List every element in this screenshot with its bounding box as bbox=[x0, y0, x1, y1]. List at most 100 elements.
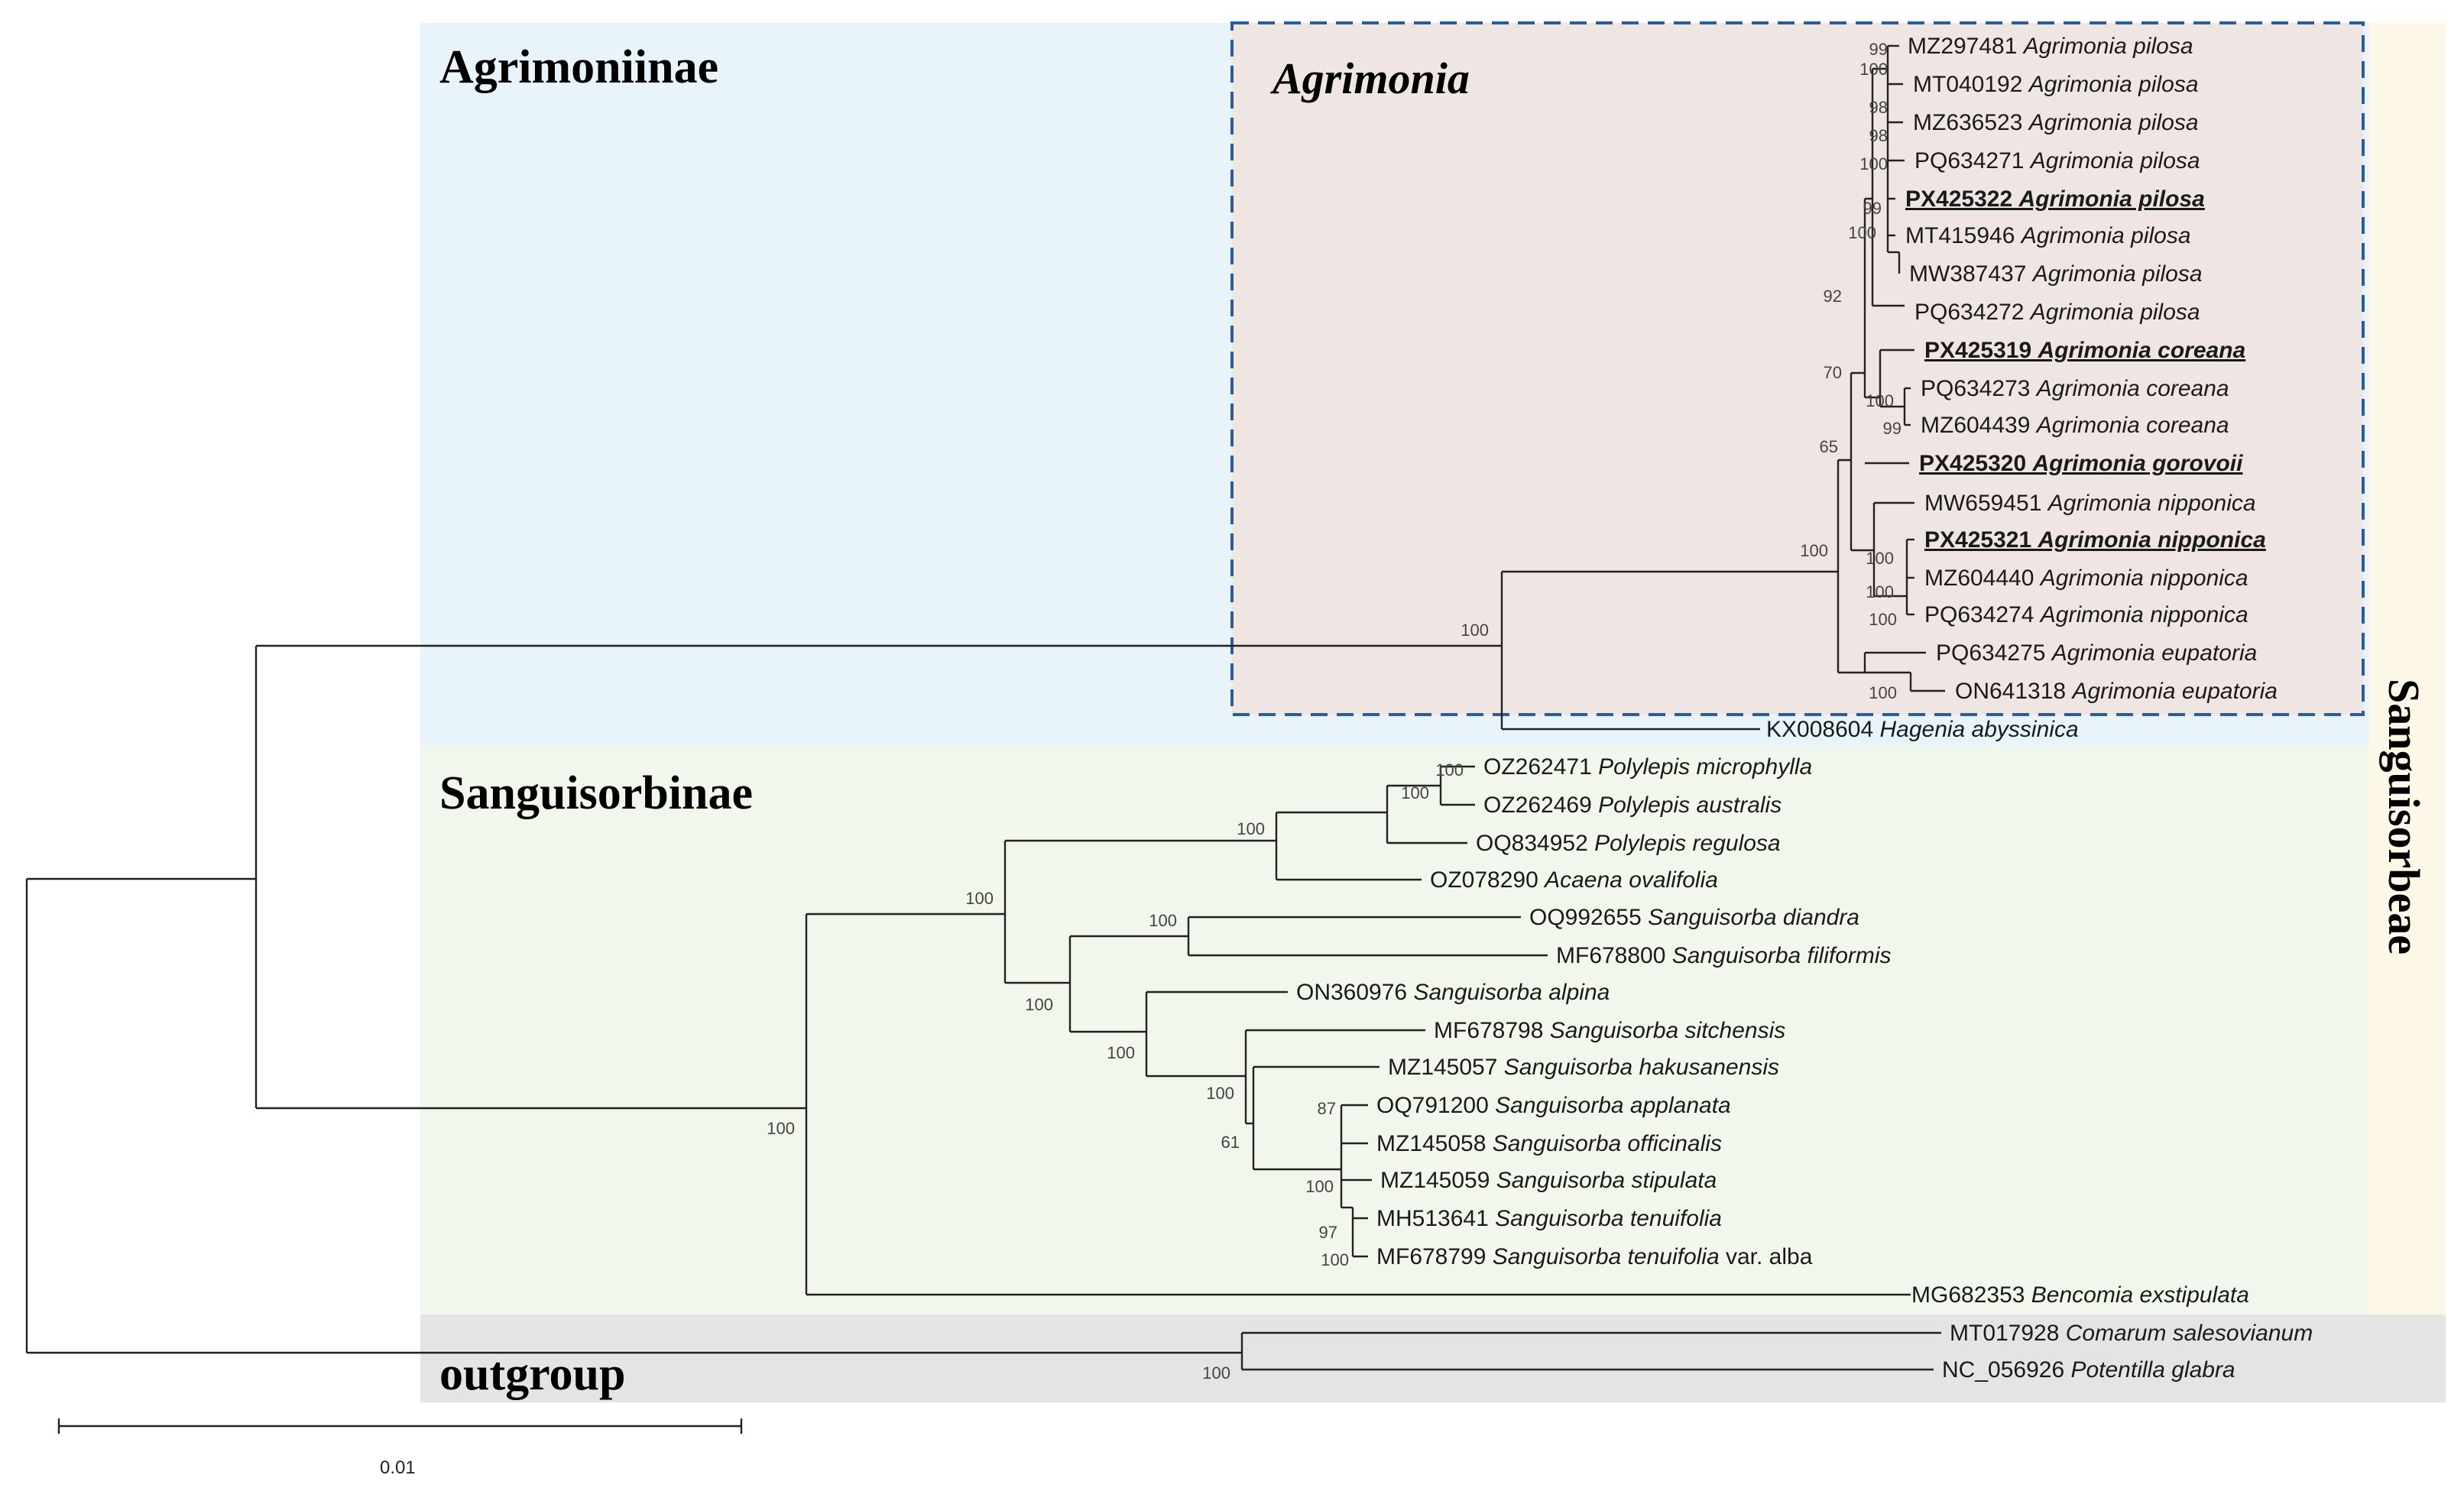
tip-label: OZ078290 Acaena ovalifolia bbox=[1430, 867, 1718, 893]
species-name: Sanguisorba sitchensis bbox=[1550, 1018, 1786, 1043]
tip-label: MW659451 Agrimonia nipponica bbox=[1924, 491, 2256, 516]
tip-label: NC_056926 Potentilla glabra bbox=[1942, 1357, 2235, 1383]
accession-number: MZ636523 bbox=[1913, 110, 2029, 135]
bootstrap-value: 61 bbox=[1221, 1133, 1240, 1152]
bootstrap-value: 100 bbox=[1321, 1250, 1349, 1269]
accession-number: OQ992655 bbox=[1529, 905, 1648, 930]
species-name: Sanguisorba stipulata bbox=[1496, 1168, 1717, 1193]
tip-label-new-sequence: PX425321 Agrimonia nipponica bbox=[1924, 527, 2266, 553]
species-name: Agrimonia pilosa bbox=[2029, 148, 2200, 173]
species-name: Agrimonia pilosa bbox=[2022, 34, 2193, 59]
tip-label: MZ604440 Agrimonia nipponica bbox=[1924, 566, 2248, 591]
accession-number: MG682353 bbox=[1911, 1282, 2031, 1308]
species-name: Agrimonia pilosa bbox=[2031, 261, 2203, 287]
accession-number: PX425319 bbox=[1924, 338, 2038, 363]
species-name: Agrimonia gorovoii bbox=[2031, 451, 2243, 476]
tip-label: MZ636523 Agrimonia pilosa bbox=[1913, 110, 2199, 135]
accession-number: NC_056926 bbox=[1942, 1357, 2070, 1383]
bootstrap-value: 100 bbox=[1305, 1177, 1334, 1196]
accession-number: PQ634272 bbox=[1914, 300, 2031, 325]
bootstrap-value: 87 bbox=[1318, 1099, 1336, 1118]
tip-label: MG682353 Bencomia exstipulata bbox=[1911, 1282, 2249, 1308]
species-name: Agrimonia coreana bbox=[2037, 338, 2245, 363]
bootstrap-value: 100 bbox=[1859, 154, 1888, 173]
species-name: Agrimonia pilosa bbox=[2029, 300, 2200, 325]
species-suffix: var. alba bbox=[1720, 1244, 1813, 1269]
accession-number: OZ262471 bbox=[1483, 754, 1598, 780]
accession-number: OZ262469 bbox=[1483, 793, 1598, 818]
tip-label: OQ791200 Sanguisorba applanata bbox=[1376, 1093, 1731, 1118]
tip-label: ON360976 Sanguisorba alpina bbox=[1296, 980, 1610, 1005]
bootstrap-value: 100 bbox=[1866, 391, 1894, 410]
accession-number: MW659451 bbox=[1924, 491, 2048, 516]
accession-number: MW387437 bbox=[1909, 261, 2033, 287]
bootstrap-value: 100 bbox=[1149, 911, 1177, 930]
sanguisorbeae-panel bbox=[2369, 23, 2446, 1315]
tip-label: OZ262469 Polylepis australis bbox=[1483, 793, 1782, 818]
tip-label: MF678798 Sanguisorba sitchensis bbox=[1434, 1018, 1785, 1043]
sanguisorbinae-label: Sanguisorbinae bbox=[439, 767, 753, 819]
species-name: Agrimonia pilosa bbox=[2018, 186, 2204, 212]
accession-number: MZ145059 bbox=[1380, 1168, 1496, 1193]
scale-bar-label: 0.01 bbox=[380, 1457, 416, 1478]
tip-label: PQ634272 Agrimonia pilosa bbox=[1914, 300, 2200, 325]
species-name: Polylepis australis bbox=[1598, 793, 1782, 818]
accession-number: MZ604439 bbox=[1921, 413, 2037, 438]
agrimonia-label: Agrimonia bbox=[1270, 53, 1470, 103]
species-name: Comarum salesovianum bbox=[2066, 1321, 2313, 1346]
sanguisorbeae-label: Sanguisorbeae bbox=[2379, 679, 2429, 955]
bootstrap-value: 98 bbox=[1869, 126, 1888, 145]
accession-number: MT040192 bbox=[1913, 72, 2029, 97]
tip-label: MW387437 Agrimonia pilosa bbox=[1909, 261, 2203, 287]
tip-label: MH513641 Sanguisorba tenuifolia bbox=[1376, 1206, 1722, 1231]
tip-label: MT415946 Agrimonia pilosa bbox=[1905, 223, 2191, 248]
tip-label: KX008604 Hagenia abyssinica bbox=[1766, 717, 2079, 742]
tip-label: MZ604439 Agrimonia coreana bbox=[1921, 413, 2229, 438]
species-name: Sanguisorba tenuifolia bbox=[1495, 1206, 1722, 1231]
species-name: Hagenia abyssinica bbox=[1879, 717, 2078, 742]
bootstrap-value: 100 bbox=[1848, 223, 1876, 242]
species-name: Sanguisorba tenuifolia bbox=[1493, 1244, 1720, 1269]
species-name: Agrimonia pilosa bbox=[2020, 223, 2191, 248]
species-name: Sanguisorba officinalis bbox=[1493, 1131, 1722, 1156]
species-name: Agrimonia pilosa bbox=[2028, 72, 2199, 97]
accession-number: MF678799 bbox=[1376, 1244, 1493, 1269]
bootstrap-value: 70 bbox=[1824, 363, 1842, 382]
tip-label: ON641318 Agrimonia eupatoria bbox=[1955, 679, 2278, 704]
accession-number: MF678798 bbox=[1434, 1018, 1550, 1043]
accession-number: PQ634275 bbox=[1936, 640, 2052, 666]
tip-label: MF678800 Sanguisorba filiformis bbox=[1556, 943, 1892, 968]
tip-label: PQ634271 Agrimonia pilosa bbox=[1914, 148, 2200, 173]
tree-branches bbox=[25, 44, 1945, 1371]
tip-label-new-sequence: PX425320 Agrimonia gorovoii bbox=[1919, 451, 2243, 476]
species-name: Agrimonia coreana bbox=[2035, 376, 2229, 401]
accession-number: OZ078290 bbox=[1430, 867, 1545, 893]
bootstrap-value: 100 bbox=[1461, 621, 1489, 640]
species-name: Agrimonia eupatoria bbox=[2070, 679, 2278, 704]
species-name: Sanguisorba hakusanensis bbox=[1504, 1055, 1779, 1080]
bootstrap-value: 100 bbox=[1866, 582, 1894, 601]
tip-label-new-sequence: PX425322 Agrimonia pilosa bbox=[1905, 186, 2205, 212]
species-name: Sanguisorba diandra bbox=[1648, 905, 1859, 930]
accession-number: MT017928 bbox=[1950, 1321, 2066, 1346]
accession-number: PX425322 bbox=[1905, 186, 2018, 212]
species-name: Polylepis regulosa bbox=[1594, 831, 1780, 856]
bootstrap-value: 100 bbox=[1866, 549, 1894, 568]
accession-number: MT415946 bbox=[1905, 223, 2021, 248]
tip-label: PQ634275 Agrimonia eupatoria bbox=[1936, 640, 2257, 666]
tip-label: OZ262471 Polylepis microphylla bbox=[1483, 754, 1812, 780]
accession-number: MZ297481 bbox=[1908, 34, 2024, 59]
outgroup-label: outgroup bbox=[439, 1348, 626, 1400]
species-name: Potentilla glabra bbox=[2070, 1357, 2235, 1383]
accession-number: MZ145058 bbox=[1376, 1131, 1493, 1156]
species-name: Agrimonia nipponica bbox=[2047, 491, 2256, 516]
bootstrap-value: 99 bbox=[1863, 199, 1882, 218]
bootstrap-value: 99 bbox=[1883, 419, 1901, 438]
accession-number: PX425321 bbox=[1924, 527, 2038, 553]
bootstrap-value: 100 bbox=[965, 889, 994, 908]
bootstrap-value: 65 bbox=[1820, 437, 1838, 456]
accession-number: PQ634271 bbox=[1914, 148, 2031, 173]
species-name: Acaena ovalifolia bbox=[1543, 867, 1718, 893]
